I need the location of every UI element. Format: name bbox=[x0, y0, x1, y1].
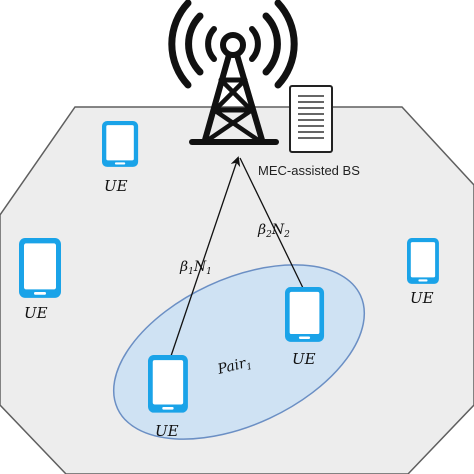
server-icon bbox=[289, 85, 333, 153]
link2-label: β2N2 bbox=[257, 222, 290, 240]
link-ue2-bs bbox=[239, 157, 304, 289]
ue-pair-high-label: UE bbox=[292, 350, 316, 368]
link1-label: β1N1 bbox=[179, 259, 212, 277]
ue-top-left-label: UE bbox=[104, 177, 128, 195]
ue-pair-low-label: UE bbox=[155, 422, 179, 440]
pair-label: Pair1 bbox=[215, 354, 253, 380]
ue-right-label: UE bbox=[410, 289, 434, 307]
smartphone-icon bbox=[407, 238, 439, 284]
ue-left-label: UE bbox=[24, 304, 48, 322]
bs-label: MEC-assisted BS bbox=[258, 163, 360, 178]
link-ue1-bs bbox=[170, 156, 241, 357]
smartphone-icon bbox=[285, 287, 325, 342]
antenna-tower-icon bbox=[168, 0, 298, 145]
smartphone-icon bbox=[148, 355, 188, 413]
smartphone-icon bbox=[102, 121, 139, 167]
smartphone-icon bbox=[19, 238, 61, 298]
